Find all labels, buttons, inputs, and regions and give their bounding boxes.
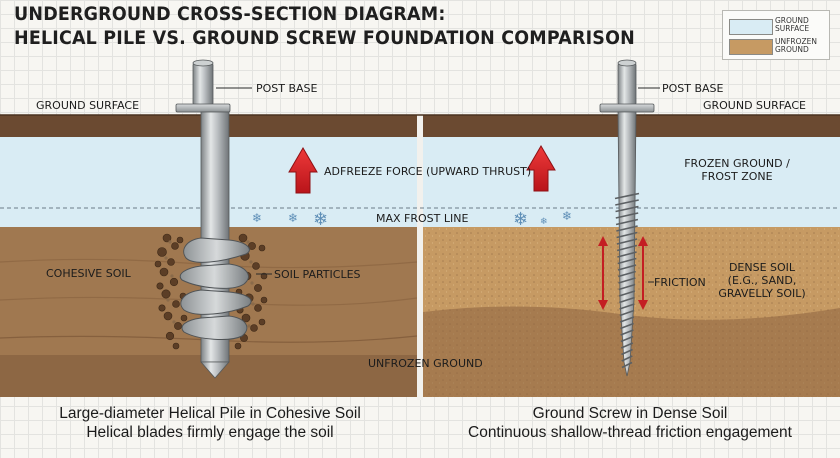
post-base-plate-left <box>175 103 231 113</box>
legend: GROUND SURFACE UNFROZEN GROUND <box>722 10 830 60</box>
legend-swatch-ground-surface <box>729 19 773 35</box>
screw-thread <box>617 257 637 265</box>
helical-pile-tip <box>200 361 230 379</box>
label-unfrozen-ground: UNFROZEN GROUND <box>368 357 483 370</box>
legend-label-unfrozen-ground: UNFROZEN GROUND <box>775 37 818 54</box>
screw-thread <box>616 231 638 239</box>
unfrozen-ground-right <box>423 306 840 397</box>
screw-thread <box>617 251 637 258</box>
screw-thread <box>619 309 635 317</box>
title-line-2: HELICAL PILE VS. GROUND SCREW FOUNDATION… <box>14 27 635 49</box>
snowflake-icons: ❄ ❄ ❄ ❄ ❄ ❄ <box>252 209 572 230</box>
adfreeze-arrows <box>288 145 556 194</box>
label-adfreeze-force: ADFREEZE FORCE (UPWARD THRUST) <box>324 165 532 178</box>
label-post-base-left: POST BASE <box>256 82 318 95</box>
ground-screw-shaft <box>617 111 637 377</box>
screw-thread <box>621 348 633 356</box>
friction-arrows <box>598 236 648 310</box>
screw-thread <box>616 225 638 232</box>
label-max-frost-line: MAX FROST LINE <box>376 212 469 225</box>
diagram-title: UNDERGROUND CROSS-SECTION DIAGRAM: HELIC… <box>14 2 635 50</box>
caption-left-line-2: Helical blades firmly engage the soil <box>86 424 334 441</box>
adfreeze-arrow-left <box>288 147 318 194</box>
screw-thread <box>615 205 639 213</box>
screw-thread <box>619 303 635 310</box>
legend-label-ground-surface: GROUND SURFACE <box>775 16 810 33</box>
caption-right-line-1: Ground Screw in Dense Soil <box>532 405 728 422</box>
screw-thread <box>621 361 633 369</box>
label-ground-surface-left: GROUND SURFACE <box>36 99 140 112</box>
screw-thread <box>615 218 639 226</box>
helical-blades <box>179 237 252 340</box>
screw-thread <box>615 199 639 206</box>
screw-thread <box>616 244 638 252</box>
screw-thread <box>618 283 636 291</box>
snowflake-icon: ❄ <box>288 211 298 225</box>
screw-thread <box>617 264 637 271</box>
screw-thread <box>616 238 638 245</box>
screw-thread <box>618 290 636 297</box>
screw-thread <box>617 270 637 278</box>
screw-threads <box>614 192 640 369</box>
adfreeze-arrow-right <box>526 145 556 192</box>
label-frozen-ground: FROZEN GROUND / FROST ZONE <box>684 157 790 183</box>
screw-thread <box>620 329 634 336</box>
screw-thread <box>618 277 636 284</box>
screw-thread <box>614 192 640 200</box>
label-dense-soil: DENSE SOIL (E.G., SAND, GRAVELLY SOIL) <box>718 261 806 300</box>
screw-thread <box>620 322 634 330</box>
post-base-tube-right <box>617 61 637 107</box>
screw-thread <box>615 212 639 219</box>
screw-thread <box>621 355 633 362</box>
caption-right: Ground Screw in Dense Soil Continuous sh… <box>430 404 830 442</box>
snowflake-icon: ❄ <box>540 217 548 227</box>
snowflake-icon: ❄ <box>513 209 528 230</box>
label-post-base-right: POST BASE <box>662 82 724 95</box>
snowflake-icon: ❄ <box>562 209 572 223</box>
legend-swatch-unfrozen-ground <box>729 39 773 55</box>
caption-left-line-1: Large-diameter Helical Pile in Cohesive … <box>59 405 361 422</box>
helical-pile <box>175 59 252 379</box>
label-ground-surface-right: GROUND SURFACE <box>702 99 806 112</box>
caption-right-line-2: Continuous shallow-thread friction engag… <box>468 424 792 441</box>
title-line-1: UNDERGROUND CROSS-SECTION DIAGRAM: <box>14 3 446 25</box>
screw-thread <box>620 342 634 349</box>
ground-screw <box>599 59 655 377</box>
caption-left: Large-diameter Helical Pile in Cohesive … <box>10 404 410 442</box>
screw-thread <box>619 316 635 323</box>
label-soil-particles: SOIL PARTICLES <box>274 268 361 281</box>
post-base-plate-right <box>599 103 655 113</box>
snowflake-icon: ❄ <box>252 211 262 225</box>
label-friction: FRICTION <box>654 276 706 289</box>
post-base-tube-left <box>192 61 214 107</box>
screw-thread <box>619 296 635 304</box>
screw-thread <box>620 335 634 343</box>
panel-divider <box>417 112 423 400</box>
snowflake-icon: ❄ <box>313 209 328 230</box>
leader-lines <box>216 87 660 283</box>
label-cohesive-soil: COHESIVE SOIL <box>46 267 131 280</box>
